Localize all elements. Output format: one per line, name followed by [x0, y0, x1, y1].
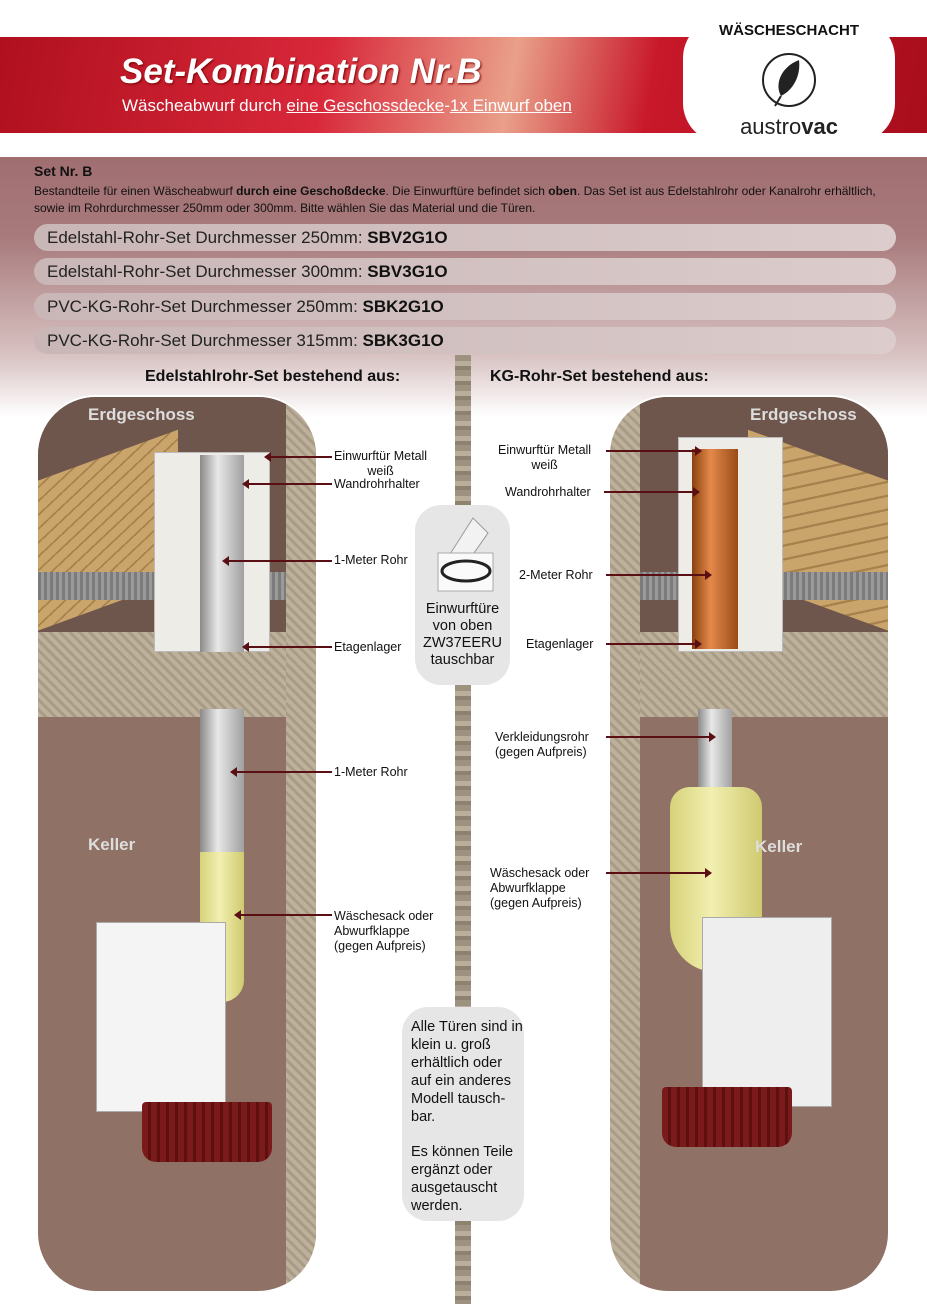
- floor-label-ground: Erdgeschoss: [88, 405, 195, 424]
- page-subtitle: Wäscheabwurf durch eine Geschossdecke-1x…: [122, 96, 572, 116]
- option-code: SBV3G1O: [367, 262, 448, 281]
- logo-bold: vac: [801, 114, 838, 139]
- arrow-cover: [606, 732, 716, 742]
- option-code: SBV2G1O: [367, 228, 448, 247]
- desc-text: . Die Einwurftüre befindet sich: [385, 184, 549, 198]
- label-pipe2: 1-Meter Rohr: [334, 765, 408, 779]
- label-pipe1: 1-Meter Rohr: [334, 553, 408, 567]
- label-door: Einwurftür Metall weiß: [498, 443, 592, 472]
- desc-text: Bestandteile für einen Wäscheabwurf: [34, 184, 237, 198]
- arrow-bag: [234, 910, 332, 920]
- door-swap-box: Einwurftüre von oben ZW37EERU tauschbar: [415, 505, 510, 685]
- label-holder: Wandrohrhalter: [334, 477, 420, 491]
- option-label: PVC-KG-Rohr-Set Durchmesser 315mm:: [47, 331, 363, 350]
- arrow-pipe1: [222, 556, 332, 566]
- door-swap-text: Einwurftüre von oben ZW37EERU tauschbar: [423, 601, 502, 668]
- option-label: Edelstahl-Rohr-Set Durchmesser 300mm:: [47, 262, 368, 281]
- left-heading: Edelstahlrohr-Set bestehend aus:: [145, 368, 401, 385]
- label-bag: Wäschesack oder Abwurfklappe (gegen Aufp…: [490, 866, 590, 910]
- option-label: Edelstahl-Rohr-Set Durchmesser 250mm:: [47, 228, 368, 247]
- label-bearing: Etagenlager: [334, 640, 402, 654]
- arrow-pipe: [606, 570, 712, 580]
- label-door: Einwurftür Metall weiß: [334, 449, 428, 478]
- option-row[interactable]: PVC-KG-Rohr-Set Durchmesser 250mm: SBK2G…: [34, 293, 896, 320]
- label-bearing: Etagenlager: [526, 637, 594, 651]
- arrow-bearing: [242, 642, 332, 652]
- logo-light: austro: [740, 114, 802, 139]
- arrow-door: [606, 446, 702, 456]
- stainless-set-illustration: Erdgeschoss Keller: [36, 395, 318, 1293]
- set-description: Bestandteile für einen Wäscheabwurf durc…: [34, 183, 894, 217]
- desc-text: . Das Set ist aus Edelstahlrohr oder Kan…: [34, 184, 876, 215]
- arrow-holder: [242, 479, 332, 489]
- subtitle-text: Wäscheabwurf durch: [122, 96, 287, 115]
- floor-label-ground: Erdgeschoss: [750, 405, 857, 424]
- label-holder: Wandrohrhalter: [505, 485, 591, 499]
- subtitle-link-ceiling[interactable]: eine Geschossdecke: [286, 96, 445, 115]
- floor-label-basement: Keller: [755, 837, 803, 856]
- feather-icon: [762, 53, 816, 107]
- arrow-holder: [604, 487, 700, 497]
- option-code: SBK3G1O: [362, 331, 444, 350]
- notes-box: Alle Türen sind in klein u. groß erhältl…: [402, 1007, 524, 1221]
- option-code: SBK2G1O: [362, 297, 444, 316]
- desc-bold: oben: [548, 184, 577, 198]
- label-bag: Wäschesack oder Abwurfklappe (gegen Aufp…: [334, 909, 434, 953]
- option-label: PVC-KG-Rohr-Set Durchmesser 250mm:: [47, 297, 363, 316]
- arrow-pipe2: [230, 767, 332, 777]
- set-title: Set Nr. B: [34, 163, 93, 179]
- kg-set-illustration: Erdgeschoss Keller: [608, 395, 890, 1293]
- arrow-bag: [606, 868, 712, 878]
- logo-wordmark: austrovac: [683, 114, 895, 140]
- note-doors: Alle Türen sind in klein u. groß erhältl…: [411, 1019, 523, 1125]
- arrow-bearing: [606, 639, 702, 649]
- floor-label-basement: Keller: [88, 835, 136, 854]
- subtitle-link-inlet[interactable]: 1x Einwurf oben: [449, 96, 572, 115]
- option-row[interactable]: PVC-KG-Rohr-Set Durchmesser 315mm: SBK3G…: [34, 327, 896, 354]
- option-row[interactable]: Edelstahl-Rohr-Set Durchmesser 250mm: SB…: [34, 224, 896, 251]
- subtitle-sep: -: [444, 96, 450, 115]
- arrow-door: [264, 452, 332, 462]
- label-pipe: 2-Meter Rohr: [519, 568, 593, 582]
- option-row[interactable]: Edelstahl-Rohr-Set Durchmesser 300mm: SB…: [34, 258, 896, 285]
- inlet-door-icon: [436, 517, 493, 592]
- desc-bold: durch eine Geschoßdecke: [236, 184, 386, 198]
- page-title: Set-Kombination Nr.B: [120, 52, 482, 91]
- right-heading: KG-Rohr-Set bestehend aus:: [490, 368, 709, 385]
- note-parts: Es können Teile ergänzt oder ausgetausch…: [411, 1144, 514, 1214]
- logo-heading: WÄSCHESCHACHT: [719, 22, 859, 39]
- brand-logo: WÄSCHESCHACHT austrovac: [683, 18, 895, 143]
- label-cover: Verkleidungsrohr (gegen Aufpreis): [495, 730, 589, 759]
